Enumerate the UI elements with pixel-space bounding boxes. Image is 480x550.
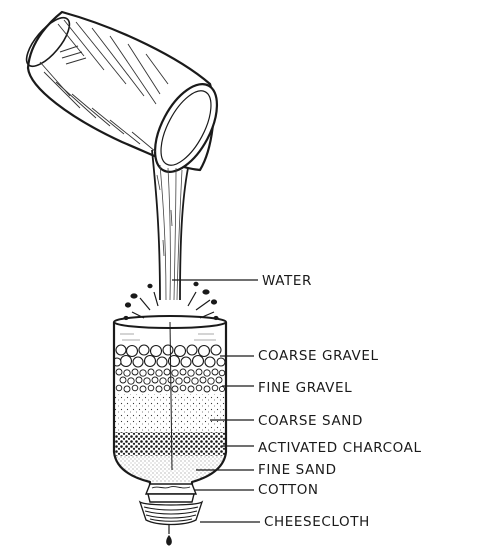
label-coarse-gravel: COARSE GRAVEL: [258, 348, 379, 364]
activated-charcoal-layer: [110, 432, 230, 456]
water-splash: [124, 282, 218, 319]
label-activated-charcoal: ACTIVATED CHARCOAL: [258, 440, 422, 456]
label-water: WATER: [262, 273, 312, 289]
cheesecloth-cap: [140, 502, 202, 525]
filter-bottle: [110, 316, 230, 486]
coarse-sand-layer: [110, 394, 230, 432]
label-fine-sand: FINE SAND: [258, 462, 337, 478]
fine-sand-layer: [110, 456, 230, 482]
water-drip: [167, 524, 172, 545]
label-fine-gravel: FINE GRAVEL: [258, 380, 352, 396]
pouring-container: [20, 11, 230, 181]
cotton-plug: [146, 484, 196, 502]
label-cotton: COTTON: [258, 482, 319, 498]
label-cheesecloth: CHEESECLOTH: [264, 514, 370, 530]
label-coarse-sand: COARSE SAND: [258, 413, 363, 429]
